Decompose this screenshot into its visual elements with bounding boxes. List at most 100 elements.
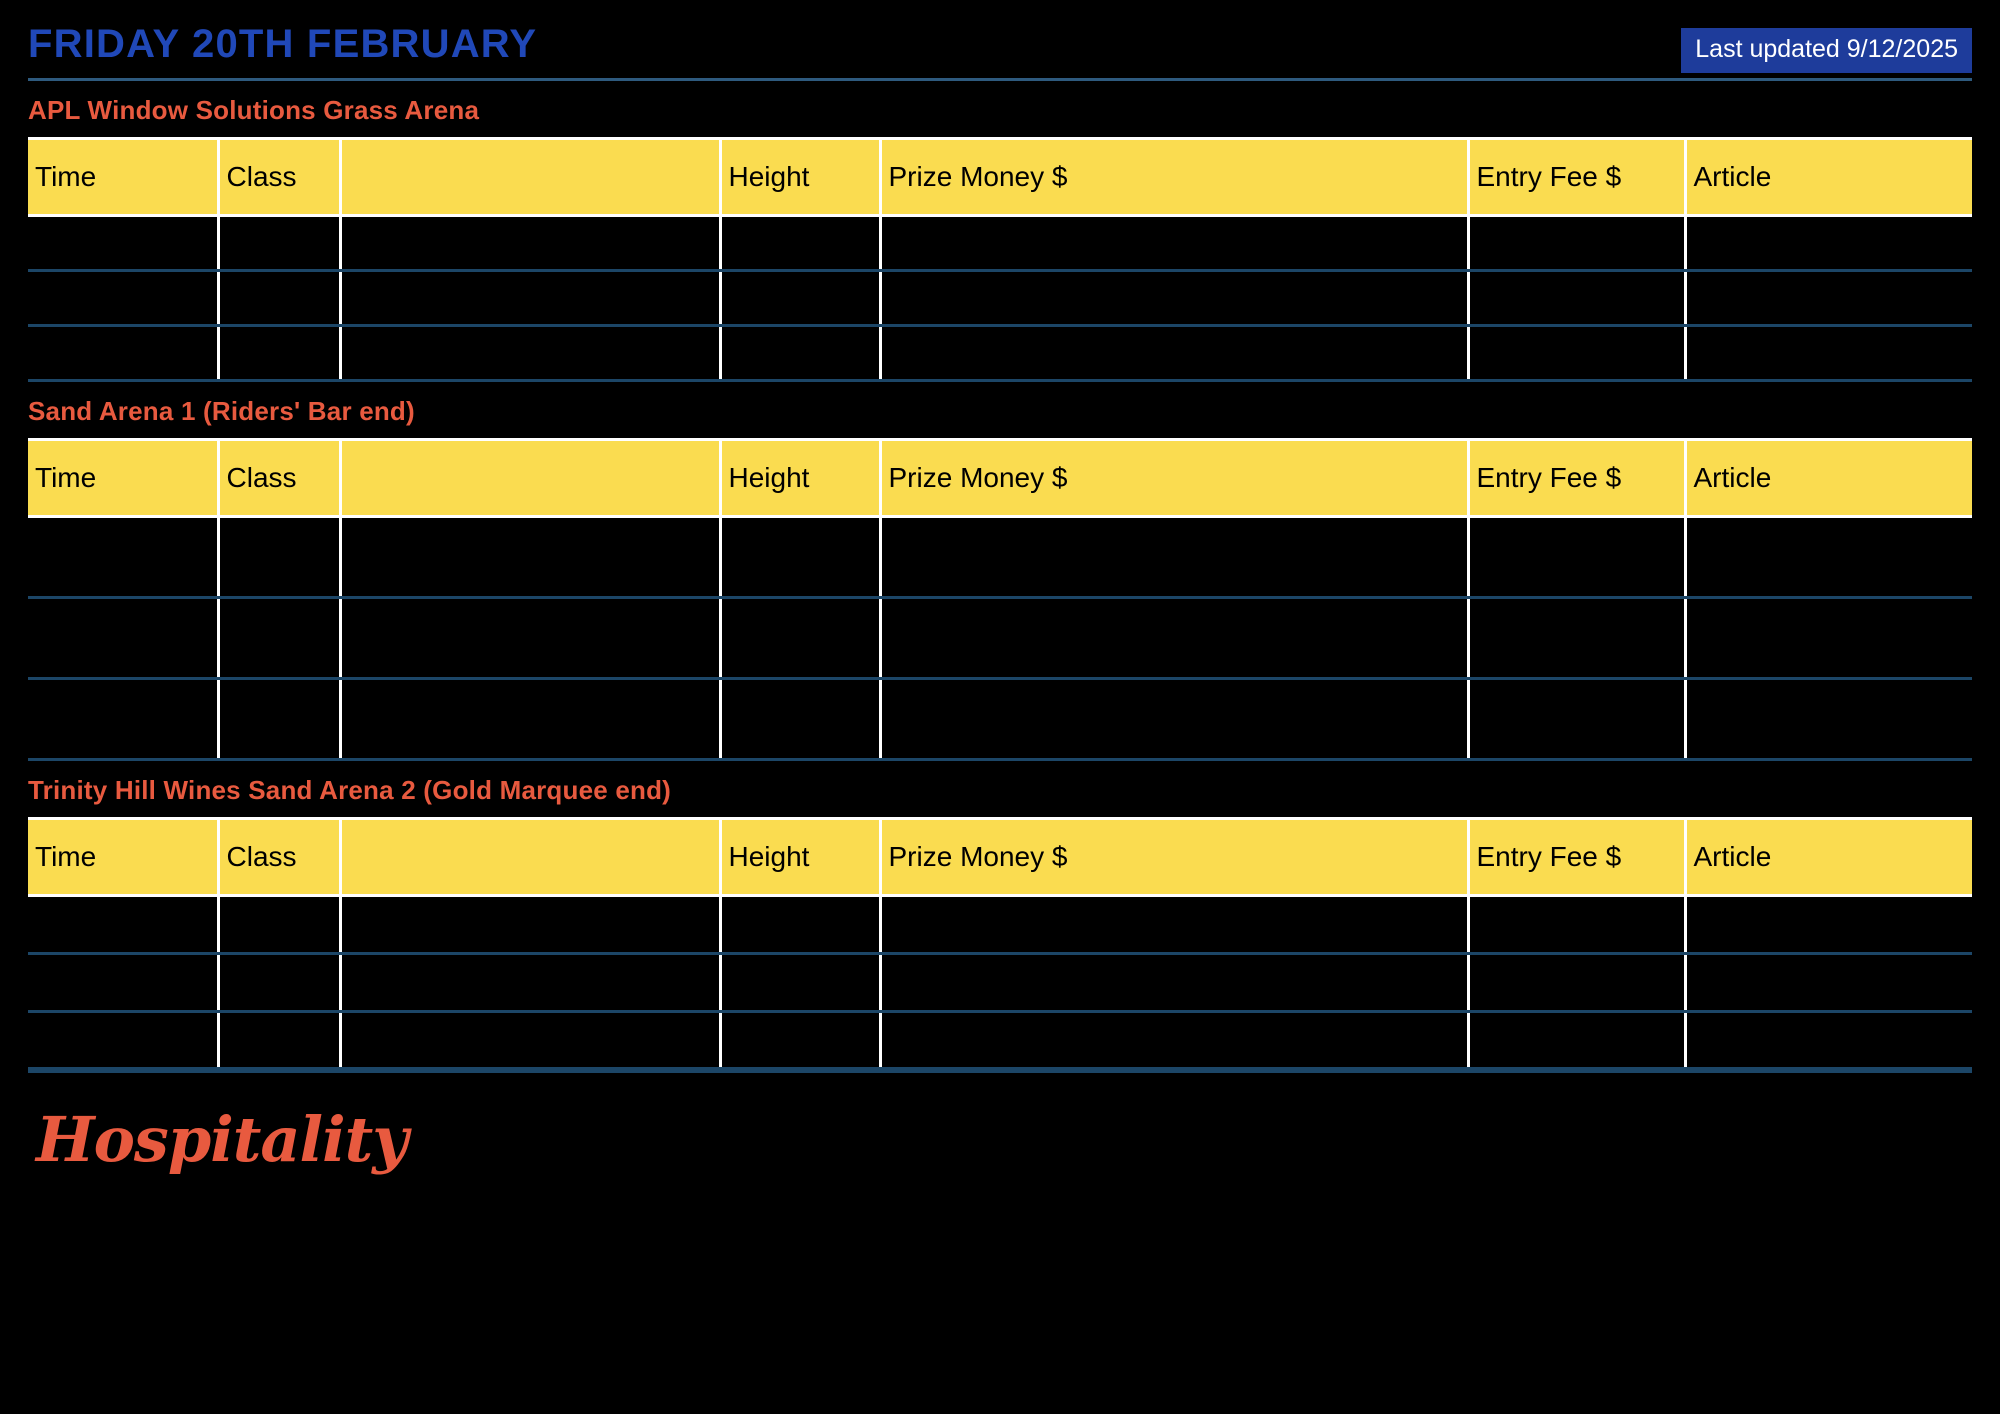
col-header-height[interactable]: Height xyxy=(718,439,880,517)
cell-time xyxy=(28,270,218,327)
page-header: FRIDAY 20TH FEBRUARY Last updated 9/12/2… xyxy=(28,0,1972,78)
col-header-entry[interactable]: Entry Fee $ xyxy=(1466,138,1685,216)
cell-time xyxy=(28,895,218,955)
table-row xyxy=(28,516,1972,599)
cell-article xyxy=(1683,678,1972,761)
arena-section-grass: APL Window Solutions Grass Arena Time Cl… xyxy=(28,81,1972,382)
schedule-table-grass: Time Class Height Prize Money $ Entry Fe… xyxy=(28,137,1972,382)
table-row xyxy=(28,895,1972,955)
cell-class xyxy=(216,1011,340,1073)
cell-height xyxy=(718,516,880,599)
cell-entry xyxy=(1466,953,1685,1013)
cell-article xyxy=(1683,953,1972,1013)
cell-prize xyxy=(878,516,1468,599)
hospitality-logo: Hospitality xyxy=(36,1102,408,1176)
cell-desc xyxy=(338,895,720,955)
cell-time xyxy=(28,1011,218,1073)
cell-time xyxy=(28,678,218,761)
table-row xyxy=(28,1011,1972,1073)
cell-article xyxy=(1683,270,1972,327)
cell-desc xyxy=(338,953,720,1013)
schedule-table-sand-2: Time Class Height Prize Money $ Entry Fe… xyxy=(28,817,1972,1073)
col-header-prize[interactable]: Prize Money $ xyxy=(878,439,1468,517)
cell-desc xyxy=(338,516,720,599)
cell-height xyxy=(718,215,880,272)
col-header-blank[interactable] xyxy=(338,818,720,896)
table-row xyxy=(28,678,1972,761)
arena-title-sand-2: Trinity Hill Wines Sand Arena 2 (Gold Ma… xyxy=(28,775,672,805)
cell-article xyxy=(1683,215,1972,272)
cell-prize xyxy=(878,597,1468,680)
cell-prize xyxy=(878,678,1468,761)
schedule-table-sand-1: Time Class Height Prize Money $ Entry Fe… xyxy=(28,438,1972,761)
cell-article xyxy=(1683,895,1972,955)
cell-prize xyxy=(878,953,1468,1013)
table-header-row: Time Class Height Prize Money $ Entry Fe… xyxy=(28,138,1972,216)
cell-time xyxy=(28,215,218,272)
cell-class xyxy=(216,953,340,1013)
cell-entry xyxy=(1466,678,1685,761)
col-header-article[interactable]: Article xyxy=(1683,439,1972,517)
arena-section-sand-1: Sand Arena 1 (Riders' Bar end) Time Clas… xyxy=(28,382,1972,761)
cell-height xyxy=(718,678,880,761)
col-header-class[interactable]: Class xyxy=(216,818,340,896)
cell-prize xyxy=(878,325,1468,382)
cell-entry xyxy=(1466,325,1685,382)
cell-height xyxy=(718,953,880,1013)
cell-time xyxy=(28,953,218,1013)
arena-section-sand-2: Trinity Hill Wines Sand Arena 2 (Gold Ma… xyxy=(28,761,1972,1073)
table-row xyxy=(28,597,1972,680)
cell-article xyxy=(1683,516,1972,599)
col-header-time[interactable]: Time xyxy=(28,818,218,896)
cell-prize xyxy=(878,270,1468,327)
title-divider xyxy=(28,78,1972,81)
table-row xyxy=(28,953,1972,1013)
col-header-entry[interactable]: Entry Fee $ xyxy=(1466,439,1685,517)
cell-article xyxy=(1683,597,1972,680)
col-header-class[interactable]: Class xyxy=(216,138,340,216)
cell-class xyxy=(216,678,340,761)
col-header-height[interactable]: Height xyxy=(718,818,880,896)
cell-height xyxy=(718,597,880,680)
cell-prize xyxy=(878,215,1468,272)
cell-class xyxy=(216,325,340,382)
col-header-entry[interactable]: Entry Fee $ xyxy=(1466,818,1685,896)
cell-height xyxy=(718,325,880,382)
col-header-time[interactable]: Time xyxy=(28,439,218,517)
table-row xyxy=(28,325,1972,382)
col-header-time[interactable]: Time xyxy=(28,138,218,216)
col-header-blank[interactable] xyxy=(338,439,720,517)
table-header-row: Time Class Height Prize Money $ Entry Fe… xyxy=(28,439,1972,517)
cell-entry xyxy=(1466,516,1685,599)
cell-class xyxy=(216,597,340,680)
col-header-height[interactable]: Height xyxy=(718,138,880,216)
cell-time xyxy=(28,516,218,599)
last-updated-badge: Last updated 9/12/2025 xyxy=(1681,28,1972,73)
cell-entry xyxy=(1466,270,1685,327)
cell-class xyxy=(216,270,340,327)
cell-class xyxy=(216,215,340,272)
col-header-blank[interactable] xyxy=(338,138,720,216)
cell-entry xyxy=(1466,1011,1685,1073)
col-header-prize[interactable]: Prize Money $ xyxy=(878,138,1468,216)
page-title: FRIDAY 20TH FEBRUARY xyxy=(28,22,538,66)
cell-time xyxy=(28,597,218,680)
cell-desc xyxy=(338,325,720,382)
table-header-row: Time Class Height Prize Money $ Entry Fe… xyxy=(28,818,1972,896)
col-header-prize[interactable]: Prize Money $ xyxy=(878,818,1468,896)
cell-desc xyxy=(338,1011,720,1073)
cell-article xyxy=(1683,1011,1972,1073)
col-header-class[interactable]: Class xyxy=(216,439,340,517)
col-header-article[interactable]: Article xyxy=(1683,818,1972,896)
cell-desc xyxy=(338,597,720,680)
col-header-article[interactable]: Article xyxy=(1683,138,1972,216)
table-row xyxy=(28,215,1972,272)
cell-class xyxy=(216,895,340,955)
cell-entry xyxy=(1466,215,1685,272)
cell-height xyxy=(718,895,880,955)
cell-time xyxy=(28,325,218,382)
table-row xyxy=(28,270,1972,327)
cell-class xyxy=(216,516,340,599)
arena-title-sand-1: Sand Arena 1 (Riders' Bar end) xyxy=(28,396,415,426)
arena-title-grass: APL Window Solutions Grass Arena xyxy=(28,95,480,125)
